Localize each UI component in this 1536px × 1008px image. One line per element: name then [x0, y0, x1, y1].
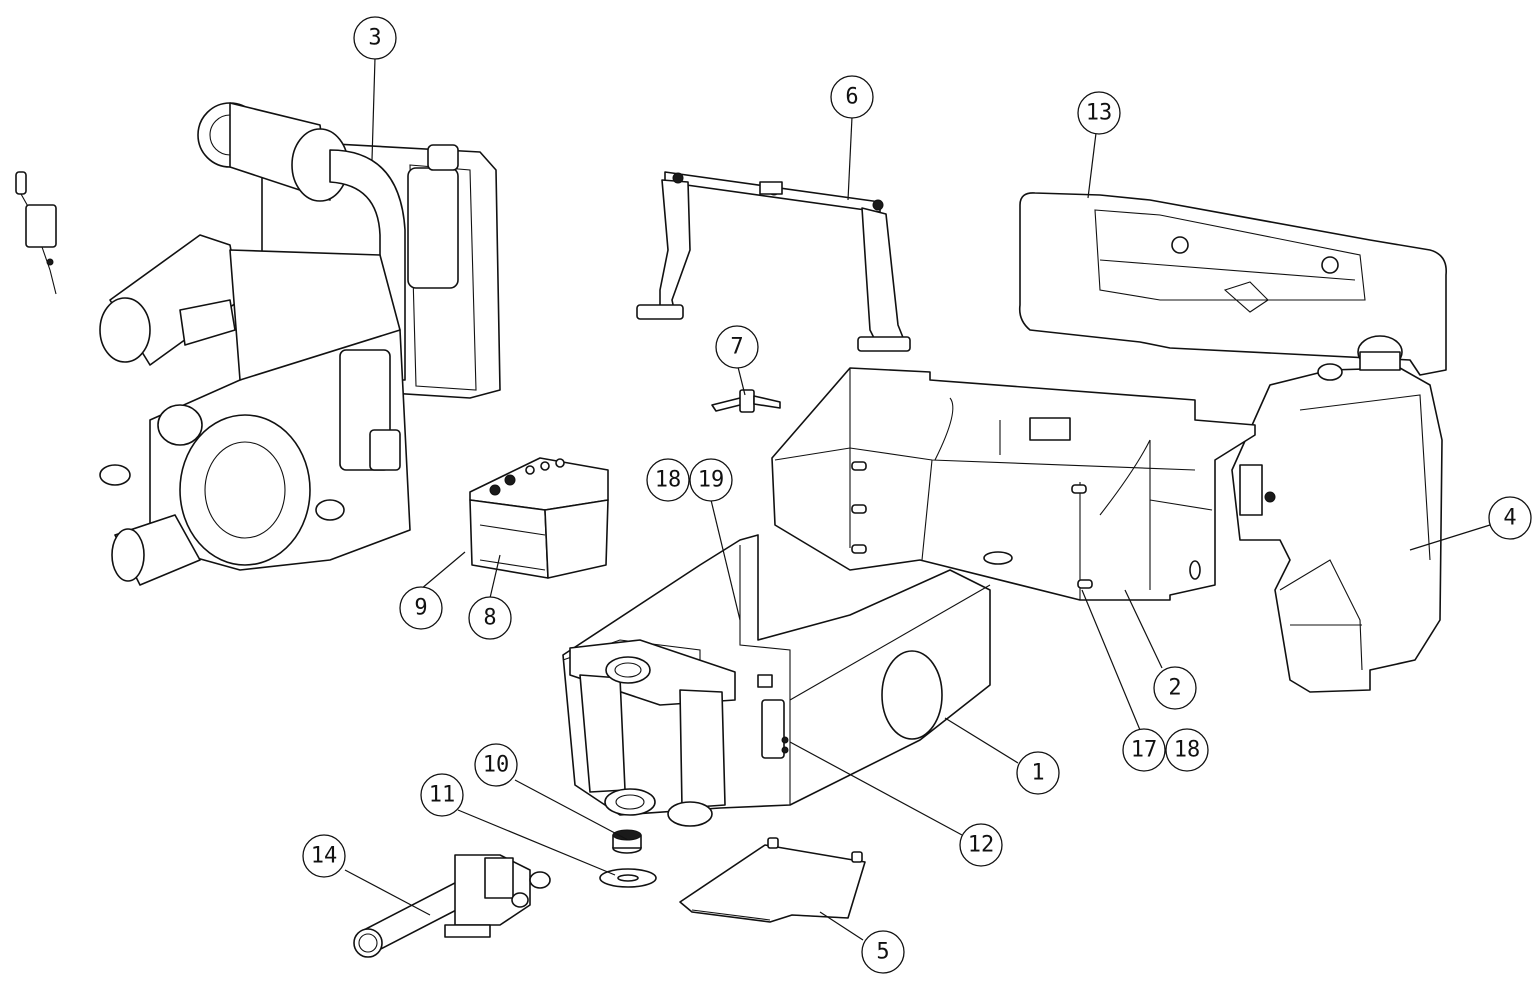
- roll-bar-frame: [636, 171, 911, 352]
- ignition-switch: [15, 171, 57, 295]
- callout-5: 5: [861, 930, 905, 974]
- svg-text:8: 8: [483, 606, 496, 631]
- callout-7: 7: [715, 325, 759, 369]
- battery: [469, 457, 609, 579]
- svg-text:4: 4: [1503, 506, 1516, 531]
- svg-text:18: 18: [655, 468, 682, 493]
- engine-assembly: [99, 102, 501, 586]
- callout-17: 17: [1122, 728, 1166, 772]
- svg-text:13: 13: [1086, 101, 1113, 126]
- callout-9: 9: [399, 586, 443, 630]
- callout-14: 14: [302, 834, 346, 878]
- callout-11: 11: [420, 773, 464, 817]
- svg-text:10: 10: [483, 753, 510, 778]
- callout-1: 1: [1016, 751, 1060, 795]
- callout-18-upper: 18: [646, 458, 690, 502]
- tank-lid: [1018, 192, 1447, 376]
- front-chassis: [562, 534, 991, 827]
- svg-text:7: 7: [730, 335, 743, 360]
- callout-13: 13: [1077, 91, 1121, 135]
- washer: [599, 868, 657, 888]
- svg-text:14: 14: [311, 844, 338, 869]
- callout-8: 8: [468, 596, 512, 640]
- svg-text:2: 2: [1168, 676, 1181, 701]
- bushing: [612, 829, 642, 854]
- callout-10: 10: [474, 743, 518, 787]
- cover-plate: [679, 837, 866, 923]
- svg-text:9: 9: [414, 596, 427, 621]
- axle-tube: [353, 854, 551, 958]
- valve-fitting: [711, 389, 781, 413]
- callout-19: 19: [689, 458, 733, 502]
- svg-text:1: 1: [1031, 761, 1044, 786]
- callout-6: 6: [830, 75, 874, 119]
- svg-text:6: 6: [845, 85, 858, 110]
- svg-text:11: 11: [429, 783, 456, 808]
- callout-4: 4: [1488, 496, 1532, 540]
- svg-text:18: 18: [1174, 738, 1201, 763]
- svg-text:19: 19: [698, 468, 725, 493]
- leader-lines: [344, 57, 1491, 941]
- callout-2: 2: [1153, 666, 1197, 710]
- svg-text:3: 3: [368, 26, 381, 51]
- svg-text:17: 17: [1131, 738, 1158, 763]
- callout-12: 12: [959, 823, 1003, 867]
- fuel-tank: [1231, 335, 1443, 693]
- rear-chassis: [771, 367, 1256, 601]
- svg-text:12: 12: [968, 833, 995, 858]
- callout-18-lower: 18: [1165, 728, 1209, 772]
- callout-3: 3: [353, 16, 397, 60]
- svg-text:5: 5: [876, 940, 889, 965]
